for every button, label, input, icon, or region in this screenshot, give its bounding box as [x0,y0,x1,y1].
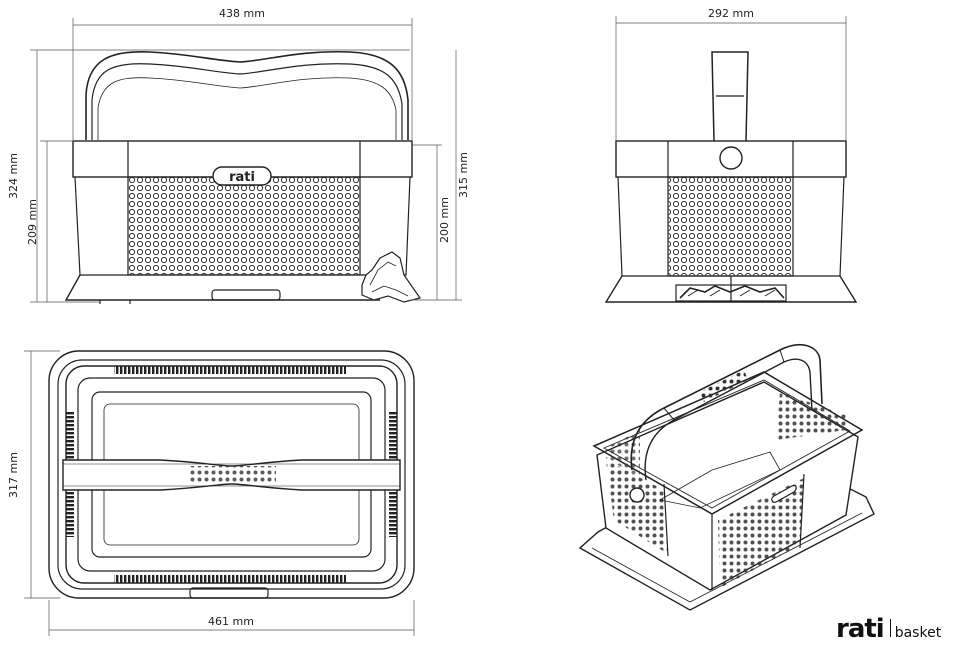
isometric-view [578,344,875,611]
front-badge-text: rati [229,170,255,185]
top-view [48,350,415,599]
dim-top-width: 461 mm [208,615,254,628]
top-dimensions [24,350,415,636]
dim-front-right-total-height: 315 mm [457,152,470,198]
brand-footer: rati basket [836,616,941,642]
side-dimensions [615,16,847,140]
brand-product: basket [894,625,942,641]
dim-side-width: 292 mm [708,7,754,20]
dim-front-right-body-height: 200 mm [438,197,451,243]
dim-front-body-height: 209 mm [26,199,39,245]
front-view: rati [64,50,421,304]
brand-logo: rati [836,614,885,644]
side-view [604,51,858,303]
front-dimensions [30,18,462,303]
dim-front-width: 438 mm [219,7,265,20]
dim-front-total-height: 324 mm [7,153,20,199]
brand-separator [889,619,891,637]
dim-top-depth: 317 mm [7,452,20,498]
